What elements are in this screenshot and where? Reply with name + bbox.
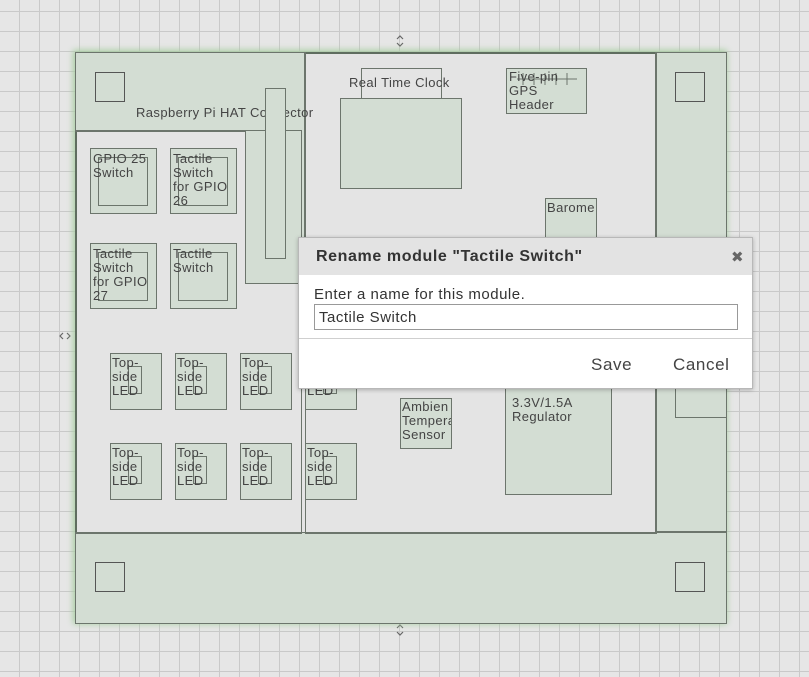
module-gpio27-switch[interactable]: [90, 243, 157, 309]
led-5-body: [128, 456, 142, 484]
module-name-input[interactable]: [314, 304, 738, 330]
module-led-8[interactable]: [305, 443, 357, 500]
led-6-body: [193, 456, 207, 484]
dialog-header: [299, 238, 752, 275]
module-tactile-switch[interactable]: [170, 243, 237, 309]
module-led-7[interactable]: [240, 443, 292, 500]
module-barometer[interactable]: [545, 198, 597, 240]
close-icon[interactable]: ✖: [731, 249, 744, 266]
bottom-edge-zone: [75, 532, 727, 624]
led-6-label: Top- side LED: [177, 446, 204, 488]
module-regulator[interactable]: [505, 388, 612, 495]
led-3-body: [258, 366, 272, 394]
led-1-label: Top- side LED: [112, 356, 139, 398]
gpio27-switch-cap: [98, 252, 148, 301]
led-8-label: Top- side LED: [307, 446, 334, 488]
edge-connector-outline: [675, 388, 727, 418]
gps-label: Five-pin GPS Header: [509, 70, 559, 112]
module-ambient-temp-sensor[interactable]: [400, 398, 452, 449]
dialog-divider: [299, 338, 752, 339]
gpio25-label: GPIO 25 Switch: [93, 152, 147, 180]
resize-left-handle-icon[interactable]: [58, 331, 72, 344]
gpio26-switch-cap: [178, 157, 228, 206]
module-real-time-clock[interactable]: [340, 98, 462, 189]
resize-top-handle-icon[interactable]: [395, 34, 405, 51]
led-8-body: [323, 456, 337, 484]
led-2-body: [193, 366, 207, 394]
module-led-1[interactable]: [110, 353, 162, 410]
cancel-button[interactable]: Cancel: [673, 355, 730, 374]
dialog-title: Rename module "Tactile Switch": [316, 248, 583, 265]
mounting-hole-top-right: [675, 72, 705, 102]
hat-connector-label: Raspberry Pi HAT Connector: [136, 106, 314, 120]
tactile-switch-label: Tactile Switch: [173, 247, 214, 275]
led-5-label: Top- side LED: [112, 446, 139, 488]
barometer-label: Barome: [547, 201, 595, 215]
regulator-label: 3.3V/1.5A Regulator: [512, 396, 573, 424]
ambient-sensor-label: Ambien Tempera Sensor: [402, 400, 451, 442]
module-gpio25-switch[interactable]: [90, 148, 157, 214]
mounting-hole-bottom-right: [675, 562, 705, 592]
dialog-prompt: Enter a name for this module.: [314, 286, 526, 303]
module-led-2[interactable]: [175, 353, 227, 410]
rtc-battery-outline: [361, 68, 442, 98]
led-3-label: Top- side LED: [242, 356, 269, 398]
led-7-body: [258, 456, 272, 484]
module-led-6[interactable]: [175, 443, 227, 500]
led-1-body: [128, 366, 142, 394]
gpio26-label: Tactile Switch for GPIO 26: [173, 152, 228, 208]
resize-bottom-handle-icon[interactable]: [395, 623, 405, 640]
rtc-label: Real Time Clock: [349, 76, 450, 90]
module-gpio26-switch[interactable]: [170, 148, 237, 214]
module-led-5[interactable]: [110, 443, 162, 500]
pcb-board[interactable]: Raspberry Pi HAT Connector Real Time Clo…: [75, 52, 727, 624]
rename-dialog: Rename module "Tactile Switch" ✖ Enter a…: [298, 237, 753, 389]
led-2-label: Top- side LED: [177, 356, 204, 398]
module-gps-header[interactable]: [506, 68, 587, 114]
gpio27-label: Tactile Switch for GPIO 27: [93, 247, 148, 303]
tactile-switch-cap: [178, 252, 228, 301]
gps-pin-row: [517, 72, 577, 86]
led-7-label: Top- side LED: [242, 446, 269, 488]
gpio25-switch-cap: [98, 157, 148, 206]
hat-connector-header[interactable]: [265, 88, 286, 259]
save-button[interactable]: Save: [591, 355, 633, 374]
module-led-3[interactable]: [240, 353, 292, 410]
mounting-hole-bottom-left: [95, 562, 125, 592]
mounting-hole-top-left: [95, 72, 125, 102]
